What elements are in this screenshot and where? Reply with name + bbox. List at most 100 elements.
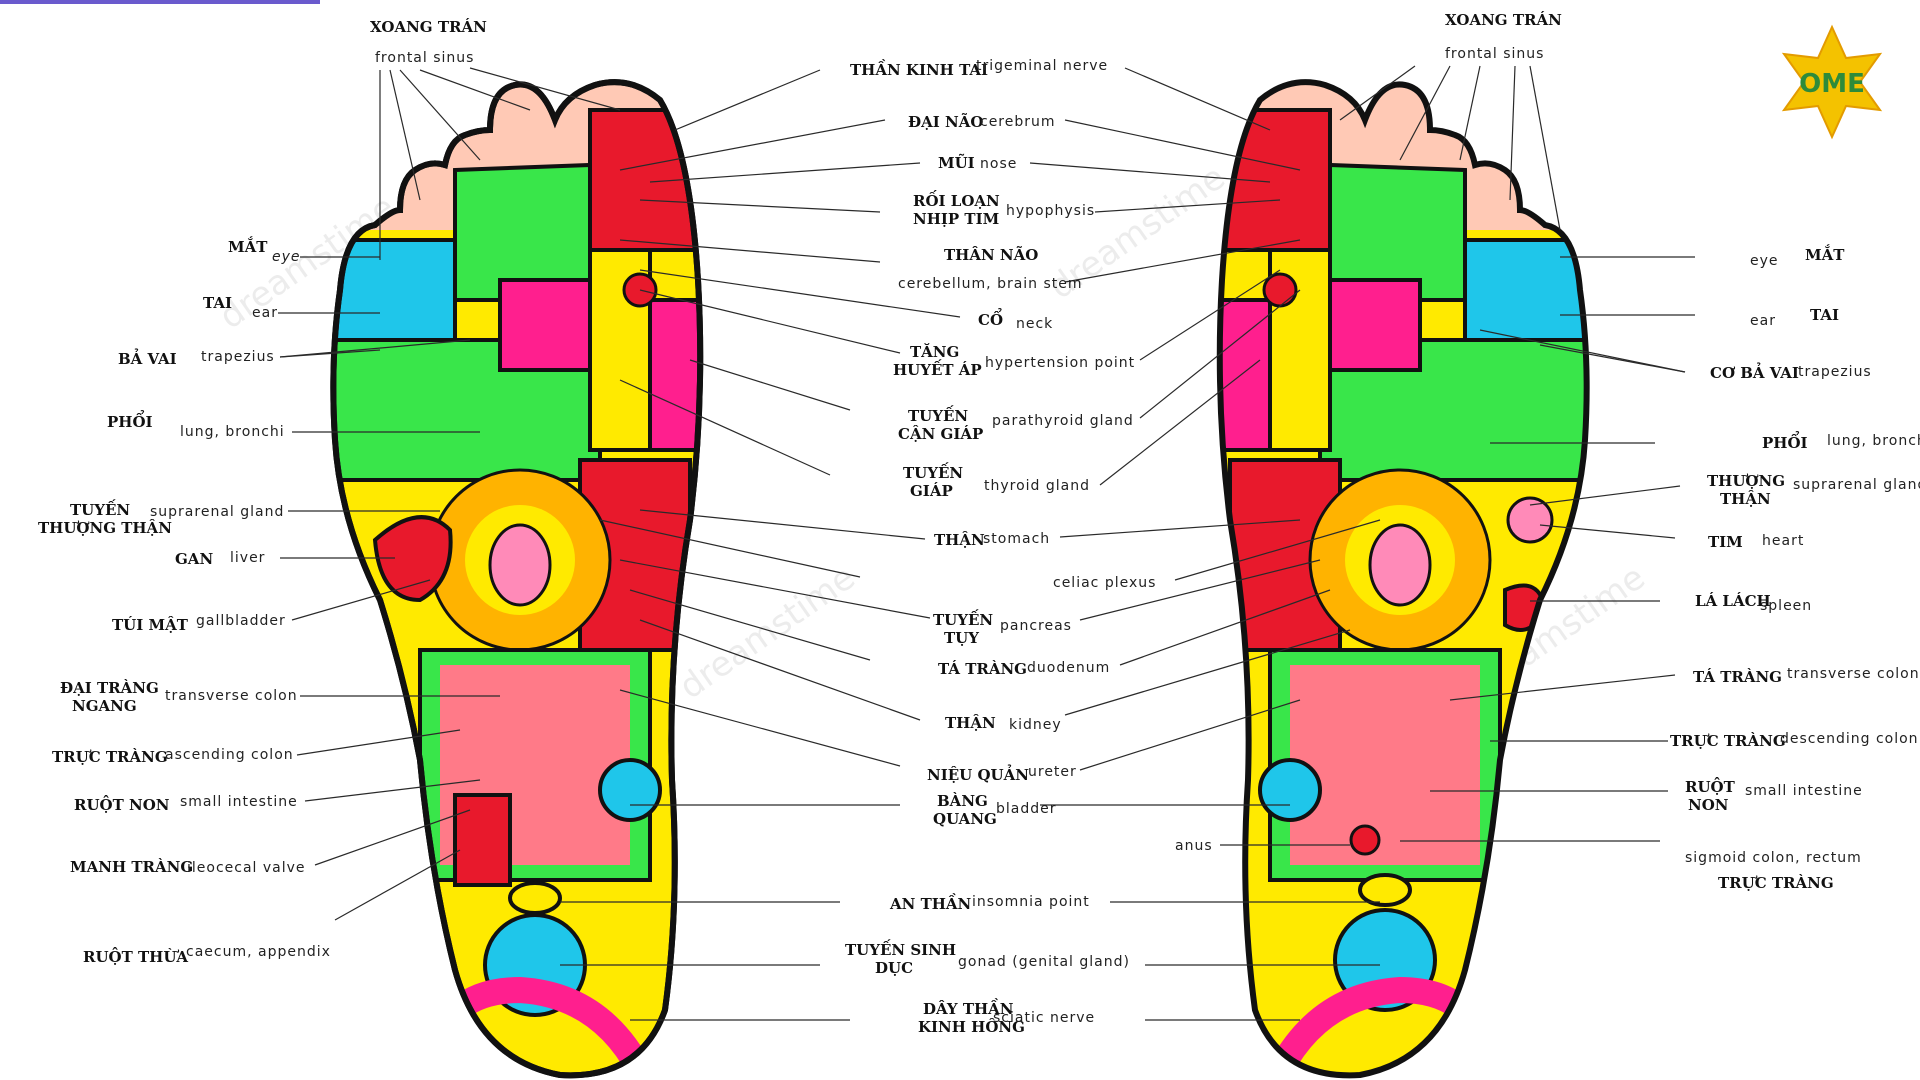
label-neck-vn: CỔ <box>978 308 1003 329</box>
leader-line <box>1064 119 1301 171</box>
leader-line <box>649 162 921 183</box>
label-gallbladder-en: gallbladder <box>196 613 286 629</box>
label-frontal-sinus-en: frontal sinus <box>1445 46 1544 62</box>
label-ileocecal-en: ileocecal valve <box>187 860 306 876</box>
leader-line <box>296 729 461 756</box>
leader-line <box>619 559 931 619</box>
label-lung-vn: PHỔI <box>107 410 153 431</box>
leader-line <box>689 359 851 411</box>
label-thyroid-vn-2: GIÁP <box>910 482 953 500</box>
label-ascending-en: ascending colon <box>165 747 294 763</box>
leader-line <box>1339 65 1416 121</box>
right-labels: XOANG TRÁN frontal sinus eye MẮT ear TAI… <box>1445 11 1920 892</box>
label-hypertension-en: hypertension point <box>985 355 1135 371</box>
star-icon <box>1781 24 1883 140</box>
leader-line <box>1139 289 1301 419</box>
leader-line <box>619 379 831 476</box>
label-suprarenal-en: suprarenal gland <box>150 504 284 520</box>
label-sigmoid-en: sigmoid colon, rectum <box>1685 850 1862 866</box>
leader-line <box>334 849 461 921</box>
label-hypertension-vn-1: TĂNG <box>910 343 959 361</box>
label-gallbladder-vn: TÚI MẬT <box>112 616 189 634</box>
label-small-intestine-en: small intestine <box>180 794 298 810</box>
logo-text: OME <box>1799 69 1865 99</box>
kidney-zone <box>1368 523 1432 607</box>
bladder-zone <box>1258 758 1322 822</box>
label-frontal-sinus-en: frontal sinus <box>375 50 474 66</box>
kidney-zone <box>488 523 552 607</box>
label-small-intestine-vn-2: NON <box>1688 796 1729 814</box>
label-bladder-en: bladder <box>996 801 1057 817</box>
label-eye-en: eye <box>272 249 301 265</box>
label-pancreas-en: pancreas <box>1000 618 1072 634</box>
insomnia-zone <box>508 881 562 915</box>
ileocecal-zone <box>453 793 512 887</box>
label-stomach-vn: THẬN <box>934 531 985 549</box>
right-foot-outline <box>1216 79 1590 1079</box>
label-thyroid-en: thyroid gland <box>984 478 1090 494</box>
leader-line <box>619 239 881 263</box>
label-stomach-en: stomach <box>983 531 1050 547</box>
heart-zone <box>1506 496 1554 544</box>
leader-line <box>1079 559 1321 621</box>
label-ureter-en: ureter <box>1028 764 1077 780</box>
label-nose-en: nose <box>980 156 1017 172</box>
label-trapezius-vn: CƠ BẢ VAI <box>1710 362 1799 382</box>
label-nose-vn: MŨI <box>938 153 975 172</box>
leader-line <box>279 339 471 358</box>
label-hypophysis-en: hypophysis <box>1006 203 1095 219</box>
label-gonad-en: gonad (genital gland) <box>958 954 1130 970</box>
label-hypertension-vn-2: HUYẾT ÁP <box>893 359 982 379</box>
insomnia-zone <box>1358 873 1412 907</box>
label-cerebellum-en: cerebellum, brain stem <box>898 276 1083 292</box>
leader-line <box>1119 589 1331 666</box>
label-cerebellum-vn: THÂN NÃO <box>944 245 1038 264</box>
bladder-zone <box>598 758 662 822</box>
leader-line <box>1124 67 1271 131</box>
label-small-intestine-en: small intestine <box>1745 783 1863 799</box>
label-gonad-vn-1: TUYẾN SINH <box>845 939 956 959</box>
label-suprarenal-vn-2: THƯỢNG THẬN <box>38 519 172 537</box>
neck-point <box>1262 272 1298 308</box>
label-transverse-en: transverse colon <box>1787 666 1920 682</box>
leader-line <box>1064 629 1351 716</box>
label-trigeminal-en: trigeminal nerve <box>976 58 1108 74</box>
lung-organ-zone <box>1328 278 1422 372</box>
leader-line <box>1509 65 1516 201</box>
label-neck-en: neck <box>1016 316 1053 332</box>
label-insomnia-vn: AN THẦN <box>889 893 972 913</box>
label-parathyroid-en: parathyroid gland <box>992 413 1134 429</box>
leader-line <box>639 509 926 540</box>
label-eye-vn: MẮT <box>228 236 268 256</box>
middle-labels: THẦN KINH TAI trigeminal nerve ĐẠI NÃO c… <box>845 58 1213 1036</box>
leader-line <box>674 69 821 131</box>
label-bladder-vn-1: BÀNG <box>937 792 988 810</box>
label-ileocecal-vn: MANH TRÀNG <box>70 858 193 876</box>
leader-line <box>1139 269 1281 361</box>
leader-line <box>279 349 381 358</box>
leader-line <box>1459 65 1481 161</box>
ome-logo: OME <box>1781 24 1883 140</box>
label-caecum-en: caecum, appendix <box>186 944 331 960</box>
label-eye-vn: MẮT <box>1805 244 1845 264</box>
leader-line <box>469 67 621 111</box>
leader-line <box>1539 344 1686 373</box>
label-hypophysis-vn-2: NHỊP TIM <box>913 210 999 228</box>
leader-line <box>1539 524 1676 539</box>
label-parathyroid-vn-1: TUYẾN <box>908 405 968 425</box>
small-intestine-zone <box>1290 665 1480 865</box>
label-anus-en: anus <box>1175 838 1213 854</box>
label-liver-vn: GAN <box>175 550 213 568</box>
leader-line <box>399 69 481 161</box>
leader-line <box>1529 65 1561 231</box>
label-kidney-vn: THẬN <box>945 714 996 732</box>
label-caecum-vn: RUỘT THỪA <box>83 947 188 966</box>
leader-line <box>1094 199 1281 213</box>
label-liver-en: liver <box>230 550 265 566</box>
label-suprarenal-vn-1: THƯỢNG <box>1707 472 1785 490</box>
leader-line <box>619 119 886 171</box>
label-transverse-vn-1: ĐẠI TRÀNG <box>60 679 159 697</box>
leader-line <box>1399 65 1451 161</box>
